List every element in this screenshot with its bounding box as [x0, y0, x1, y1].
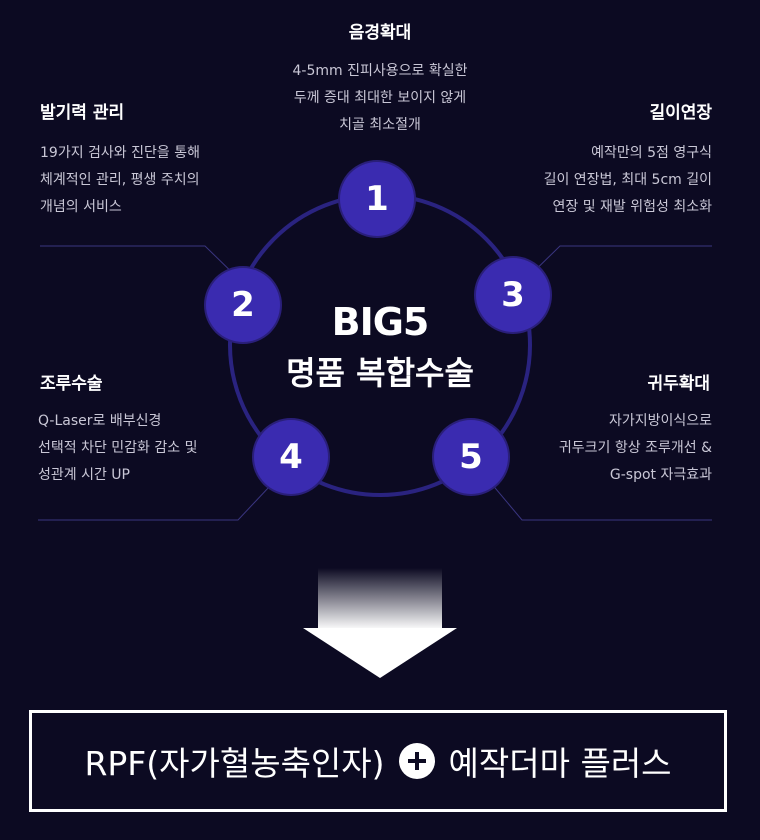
center-title-big5: BIG5 — [331, 300, 430, 344]
number-badge-4: 4 — [254, 420, 328, 494]
item-2-title: 발기력 관리 — [40, 103, 125, 123]
connector-line-3 — [519, 245, 712, 286]
center-title-subtitle: 명품 복합수술 — [286, 354, 474, 392]
item-1-desc: 4-5mm 진피사용으로 확실한 두께 증대 최대한 보이지 않게 치골 최소절… — [292, 63, 468, 133]
number-badge-1: 1 — [340, 162, 414, 236]
item-4-title: 조루수술 — [40, 374, 103, 394]
item-5-title: 귀두확대 — [647, 374, 710, 394]
item-4-desc: Q-Laser로 배부신경 선택적 차단 민감화 감소 및 성관계 시간 UP — [38, 413, 198, 483]
number-badge-5: 5 — [434, 420, 508, 494]
item-2-desc: 19가지 검사와 진단을 통해 체계적인 관리, 평생 주치의 개념의 서비스 — [40, 145, 200, 215]
number-badge-2: 2 — [206, 268, 280, 342]
item-1-title: 음경확대 — [348, 23, 412, 43]
result-right-text: 예작더마 플러스 — [448, 744, 672, 783]
item-5-desc: 자가지방이식으로 귀두크기 항상 조루개선 & G-spot 자극효과 — [558, 413, 712, 483]
number-badge-3: 3 — [476, 258, 550, 332]
connector-line-2 — [40, 245, 246, 286]
item-3-desc: 예작만의 5점 영구식 길이 연장법, 최대 5cm 길이 연장 및 재발 위험… — [543, 145, 712, 215]
down-arrow-icon — [303, 628, 457, 678]
plus-circle-icon — [398, 743, 435, 779]
item-3-title: 길이연장 — [649, 103, 712, 123]
result-left-text: RPF(자가혈농축인자) — [84, 744, 385, 783]
down-arrow-shaft — [318, 568, 442, 630]
connector-line-5 — [479, 469, 712, 521]
result-box: RPF(자가혈농축인자) 예작더마 플러스 — [29, 710, 727, 812]
